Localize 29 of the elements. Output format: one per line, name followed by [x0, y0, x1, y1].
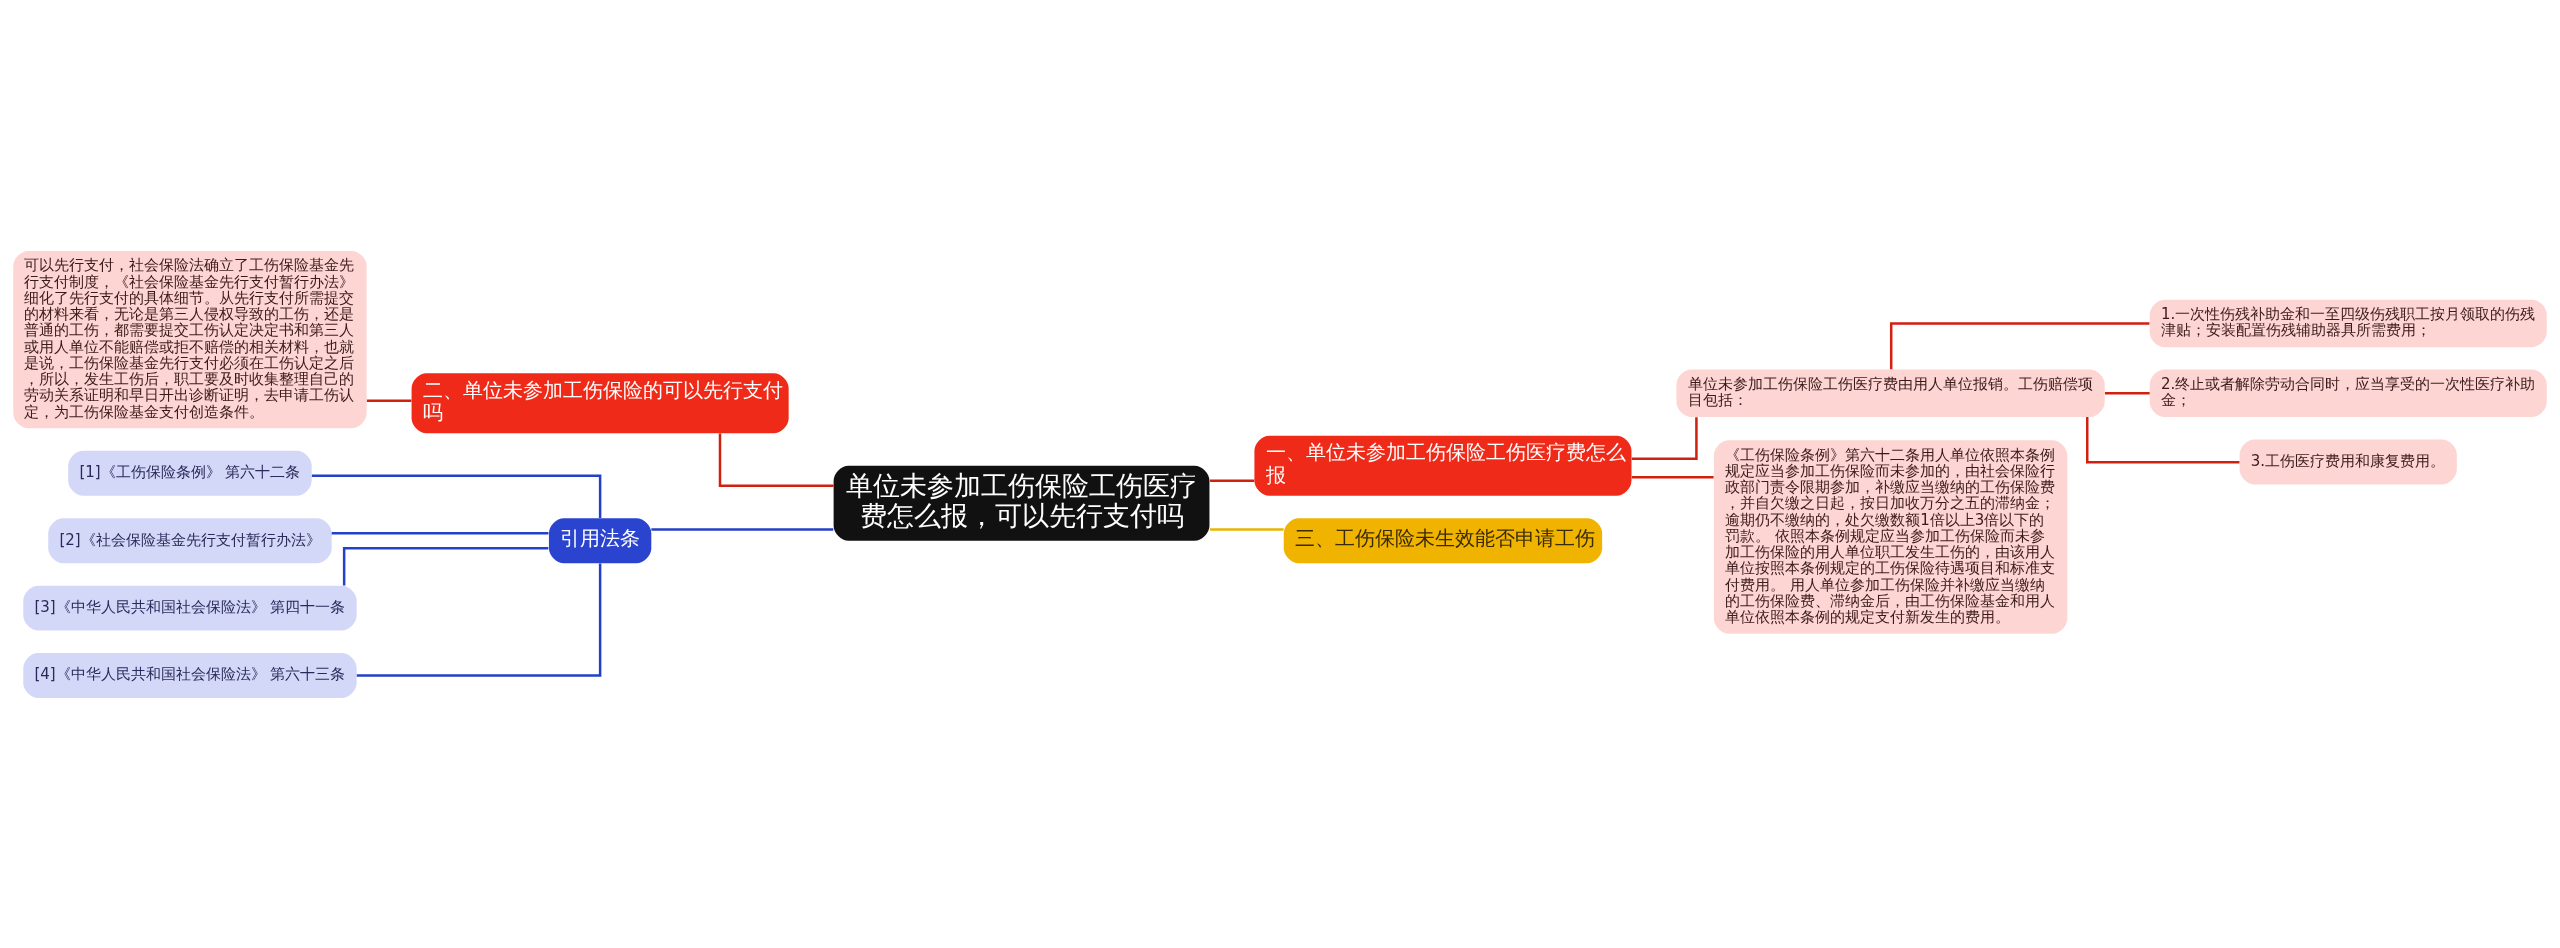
node-box: 二、单位未参加工伤保险的可以先行支付吗 [411, 372, 789, 433]
connector [1210, 479, 1255, 482]
connector [1631, 475, 1714, 478]
node-box: 1.一次性伤残补助金和一至四级伤残职工按月领取的伤残津贴；安装配置伤残辅助器具所需费用； [2149, 299, 2547, 347]
node-box: [1]《工伤保险条例》 第六十二条 [68, 450, 312, 496]
connector [718, 433, 834, 487]
connector [2086, 416, 2240, 464]
connector [1631, 416, 1698, 460]
connector [651, 527, 834, 531]
node-box: [2]《社会保险基金先行支付暂行办法》 [48, 517, 332, 563]
connector [366, 399, 412, 402]
connector [331, 531, 549, 534]
connector [1889, 321, 2150, 369]
node-box: 《工伤保险条例》第六十二条用人单位依照本条例规定应当参加工伤保险而未参加的，由社会保险行政部门责令限期参加，补缴应当缴纳的工伤保险费，并自欠缴之日起，按日加收万分之五的滞纳金；逾期仍不缴纳的，处欠缴数额1倍以上3倍以下的罚款。 依照本条例规定应当参加工伤保险而未参加工伤保险的用人单位职工发生工伤的，由该用人单位按照本条例规定的工伤保险待遇项目和标准支付费用。 用人单位参加工伤保险并补缴应当缴纳的工伤保险费、滞纳金后，由工伤保险基金和用人单位依照本条例的规定支付新发生的费用。 [1713, 439, 2068, 634]
node-box: 可以先行支付，社会保险法确立了工伤保险基金先行支付制度，《社会保险基金先行支付暂行办法》细化了先行支付的具体细节。从先行支付所需提交的材料来看，无论是第三人侵权导致的工伤，还是普通的工伤，都需要提交工伤认定决定书和第三人或用人单位不能赔偿或拒不赔偿的相关材料，也就是说，工伤保险基金先行支付必须在工伤认定之后，所以，发生工伤后，职工要及时收集整理自己的劳动关系证明和早日开出诊断证明，去申请工伤认定，为工伤保险基金支付创造条件。 [13, 250, 367, 428]
connector [311, 474, 602, 518]
node-box: 3.工伤医疗费用和康复费用。 [2239, 439, 2457, 484]
node-box: 单位未参加工伤保险工伤医疗费由用人单位报销。工伤赔偿项目包括： [1676, 369, 2105, 417]
node-box: 引用法条 [548, 517, 652, 563]
node-box: [4]《中华人民共和国社会保险法》 第六十三条 [23, 652, 357, 698]
node-box: 2.终止或者解除劳动合同时，应当享受的一次性医疗补助金； [2149, 369, 2547, 417]
node-box: 单位未参加工伤保险工伤医疗费怎么报，可以先行支付吗 [833, 465, 1210, 541]
node-box: 一、单位未参加工伤保险工伤医疗费怎么报 [1254, 435, 1632, 496]
connector [342, 546, 549, 585]
node-box: 三、工伤保险未生效能否申请工伤 [1283, 517, 1603, 563]
connector [1210, 527, 1284, 531]
node-box: [3]《中华人民共和国社会保险法》 第四十一条 [23, 585, 357, 631]
connector [2105, 391, 2150, 395]
connector [356, 563, 602, 677]
